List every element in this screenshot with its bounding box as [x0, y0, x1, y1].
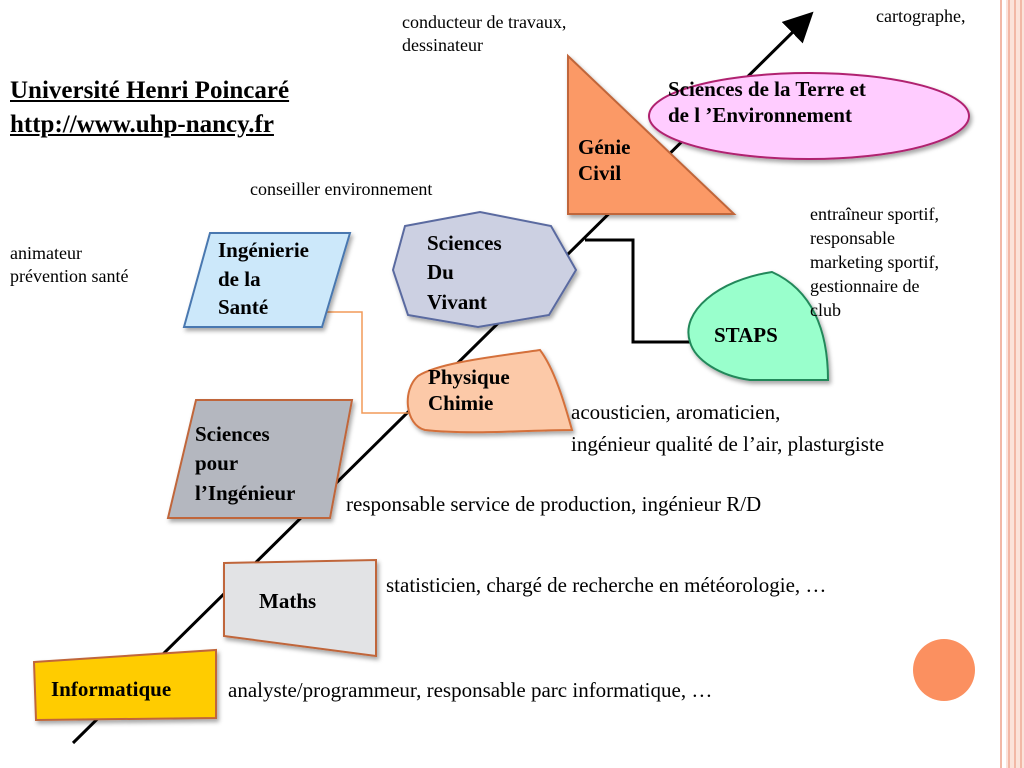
career-line: ingénieur qualité de l’air, plasturgiste	[571, 431, 885, 456]
career-line: prévention santé	[10, 266, 129, 287]
career-cartographe: cartographe,	[876, 6, 966, 26]
sante-line: Santé	[218, 295, 269, 320]
terre-line: de l ’Environnement	[668, 103, 852, 128]
right-border-stripe	[1014, 0, 1016, 768]
vivant-line: Du	[427, 260, 454, 285]
career-line: acousticien, aromaticien,	[571, 400, 781, 424]
career-conseiller: conseiller environnement	[250, 179, 433, 199]
university-block: Université Henri Poincaré http://www.uhp…	[10, 74, 289, 142]
terre-environnement-shape[interactable]	[648, 72, 970, 160]
connector-sante-physique	[322, 311, 410, 414]
right-border-stripe	[1000, 0, 1002, 768]
genie-civil-line: Civil	[578, 161, 622, 186]
career-line: club	[810, 300, 841, 321]
sciences-ingenieur-label: Sciences pour l’Ingénieur	[195, 420, 295, 508]
staps-shape[interactable]	[687, 270, 830, 381]
terre-line: Sciences de la Terre et	[668, 77, 866, 101]
career-analyste: analyste/programmeur, responsable parc i…	[228, 678, 713, 702]
physique-chimie-shape[interactable]	[406, 348, 574, 434]
physique-chimie-label: Physique Chimie	[428, 364, 510, 417]
vivant-line: Sciences	[427, 231, 502, 255]
ingenierie-sante-shape[interactable]	[182, 232, 352, 328]
ingenieur-line: pour	[195, 451, 239, 476]
terre-environnement-label: Sciences de la Terre et de l ’Environnem…	[668, 76, 866, 129]
vivant-line: Vivant	[427, 289, 487, 314]
sante-line: de la	[218, 266, 261, 291]
ingenierie-sante-label: Ingénierie de la Santé	[218, 236, 309, 322]
physique-line: Chimie	[428, 391, 494, 416]
informatique-label: Informatique	[51, 677, 172, 701]
career-sport: entraîneur sportif, responsable marketin…	[810, 202, 939, 323]
career-line: entraîneur sportif,	[810, 204, 939, 224]
career-statistique: statisticien, chargé de recherche en mét…	[386, 573, 827, 597]
sciences-du-vivant-shape[interactable]	[391, 210, 578, 329]
career-line: animateur	[10, 243, 82, 263]
genie-civil-shape[interactable]	[567, 53, 737, 215]
informatique-shape[interactable]	[32, 648, 217, 722]
university-name: Université Henri Poincaré	[10, 77, 290, 104]
physique-line: Physique	[428, 365, 510, 389]
right-border-stripe	[1020, 0, 1022, 768]
career-production: responsable service de production, ingén…	[346, 492, 762, 516]
connector-staps	[585, 238, 700, 344]
career-line: gestionnaire de	[810, 276, 920, 297]
genie-civil-line: Génie	[578, 135, 631, 159]
decorative-circle	[913, 639, 975, 701]
career-acoustique: acousticien, aromaticien, ingénieur qual…	[571, 397, 884, 460]
sciences-ingenieur-shape[interactable]	[166, 399, 354, 519]
university-url[interactable]: http://www.uhp-nancy.fr	[10, 111, 274, 138]
staps-label: STAPS	[714, 323, 778, 347]
career-line: responsable	[810, 228, 895, 249]
ingenieur-line: l’Ingénieur	[195, 480, 296, 505]
maths-label: Maths	[259, 589, 317, 613]
right-border-stripe	[1008, 0, 1010, 768]
career-line: dessinateur	[402, 34, 483, 55]
career-line: marketing sportif,	[810, 252, 939, 273]
career-line: conducteur de travaux,	[402, 12, 567, 32]
genie-civil-label: Génie Civil	[578, 134, 631, 187]
sciences-du-vivant-label: Sciences Du Vivant	[427, 229, 502, 317]
maths-shape[interactable]	[223, 558, 377, 658]
sante-line: Ingénierie	[218, 238, 309, 262]
career-conducteur: conducteur de travaux, dessinateur	[402, 11, 566, 56]
ingenieur-line: Sciences	[195, 422, 270, 446]
career-animateur: animateur prévention santé	[10, 242, 128, 289]
